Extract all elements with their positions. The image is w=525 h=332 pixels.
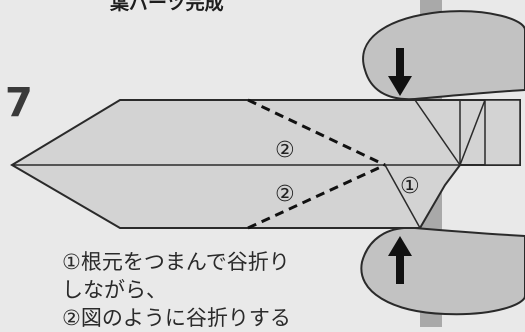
valley-fold-lower: [247, 163, 386, 230]
flap-edge: [384, 164, 421, 229]
instruction-line-1: ①根元をつまんで谷折り: [62, 250, 290, 274]
header-text: 葉パーツ完成: [110, 0, 224, 14]
step-number: 7: [5, 80, 33, 126]
arrow-up-icon: [388, 236, 412, 284]
label-fold-lower: ②: [275, 182, 295, 207]
stem-diagonal-2: [459, 99, 486, 166]
instruction-line-3: ②図のように谷折りする: [62, 306, 291, 330]
finger-top: [362, 10, 525, 101]
leaf-paper: [10, 99, 521, 229]
stem-end: [484, 99, 521, 166]
label-pinch: ①: [400, 174, 420, 199]
arrow-down-icon: [388, 48, 412, 96]
valley-fold-upper: [247, 98, 386, 167]
finger-bottom: [360, 226, 525, 316]
instruction-line-2: しながら、: [62, 278, 167, 302]
label-fold-upper: ②: [275, 138, 295, 163]
stem-diagonal: [414, 99, 461, 166]
